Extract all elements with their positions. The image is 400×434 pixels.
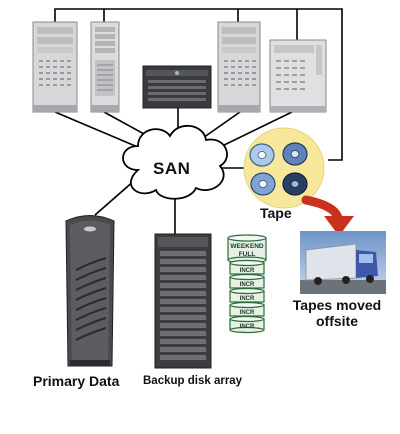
disk-incr-5: INCR <box>229 315 265 334</box>
tape-cartridge-3 <box>250 172 276 196</box>
disk-weekend-label-1: WEEKEND <box>230 243 264 250</box>
primary-data-label: Primary Data <box>33 373 120 389</box>
svg-text:INCR: INCR <box>240 282 255 288</box>
truck-image <box>300 231 386 294</box>
server-rack-dark <box>142 65 212 109</box>
tape-cartridge-2 <box>282 142 308 166</box>
primary-storage-tower <box>65 215 115 367</box>
tape-cartridge-1 <box>249 143 275 167</box>
disk-incr-4: INCR <box>229 301 265 317</box>
svg-text:INCR: INCR <box>240 310 255 316</box>
disk-weekend-full: WEEKEND FULL <box>227 234 267 264</box>
disk-stack: WEEKEND FULL INCR INCR INCR INCR <box>227 234 267 334</box>
disk-incr-1: INCR <box>229 259 265 275</box>
tapes-offsite-label: Tapes moved offsite <box>277 297 397 329</box>
offsite-arrow <box>301 195 354 236</box>
san-cloud <box>122 125 228 200</box>
tape-cartridge-4 <box>282 172 308 196</box>
network-lines <box>54 8 343 235</box>
server-tower-4 <box>269 39 327 113</box>
server-tower-2 <box>90 21 120 113</box>
tapes-offsite-line-1: Tapes moved <box>292 297 382 313</box>
tape-library <box>243 127 325 209</box>
backup-disk-rack <box>154 233 212 369</box>
server-tower-1 <box>32 21 78 113</box>
disk-incr-2: INCR <box>229 273 265 289</box>
disk-incr-3: INCR <box>229 287 265 303</box>
svg-text:INCR: INCR <box>240 296 255 302</box>
server-tower-3 <box>217 21 261 113</box>
tapes-offsite-line-2: offsite <box>316 313 358 329</box>
svg-text:INCR: INCR <box>240 268 255 274</box>
tape-label: Tape <box>260 205 292 221</box>
backup-disk-array-label: Backup disk array <box>143 375 243 387</box>
svg-text:INCR: INCR <box>240 324 255 330</box>
san-label: SAN <box>153 159 191 178</box>
disk-weekend-label-2: FULL <box>239 251 256 258</box>
